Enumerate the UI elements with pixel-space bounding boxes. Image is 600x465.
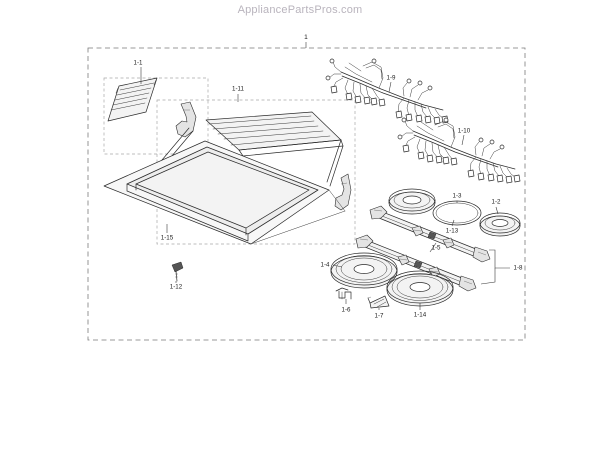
callout-label-1-11: 1-11 — [232, 86, 244, 93]
part-vent-grille — [107, 67, 158, 122]
callout-label-1-8: 1-8 — [514, 265, 524, 272]
callout-label-1: 1 — [304, 34, 308, 41]
callout-label-1-1: 1-1 — [134, 60, 144, 67]
callout-label-1-5: 1-5 — [432, 245, 442, 252]
part-heating-element-front — [386, 270, 454, 310]
part-screw-fastener — [171, 261, 184, 283]
part-burner-ring-flat — [432, 200, 482, 226]
part-burner-ring-small — [479, 206, 521, 237]
part-heating-element-left — [330, 252, 398, 289]
part-bracket-support-rail-upper — [369, 205, 491, 263]
watermark-text: AppliancePartsPros.com — [237, 4, 363, 16]
callout-label-1-2: 1-2 — [492, 199, 502, 206]
callout-label-1-3: 1-3 — [453, 193, 463, 200]
callout-label-1-15: 1-15 — [161, 235, 174, 242]
callout-label-1-9: 1-9 — [387, 75, 397, 82]
part-wedge-bracket — [367, 295, 390, 310]
callout-label-1-7: 1-7 — [375, 313, 385, 320]
callout-labels-group: 1 1-1 1-11 1-9 1-10 1-15 1-12 1-3 1-2 1-… — [134, 34, 524, 320]
callout-label-1-13: 1-13 — [446, 228, 459, 235]
part-burner-ring-large — [388, 188, 436, 215]
callout-label-1-14: 1-14 — [414, 312, 427, 319]
part-radiant-disc-gasket — [451, 219, 455, 227]
assembly-boundary-outer — [87, 47, 526, 341]
callout-label-1-10: 1-10 — [458, 128, 471, 135]
callout-label-1-12: 1-12 — [170, 284, 183, 291]
part-clip-retainer — [335, 287, 352, 304]
part-cooktop-glass-panel — [103, 140, 346, 245]
callout-label-1-6: 1-6 — [342, 307, 352, 314]
part-wire-harness-lower — [397, 117, 521, 184]
callout-label-1-4: 1-4 — [321, 262, 331, 269]
part-wire-harness-upper — [325, 58, 449, 125]
part-rail-bracket-assembly — [480, 249, 510, 285]
